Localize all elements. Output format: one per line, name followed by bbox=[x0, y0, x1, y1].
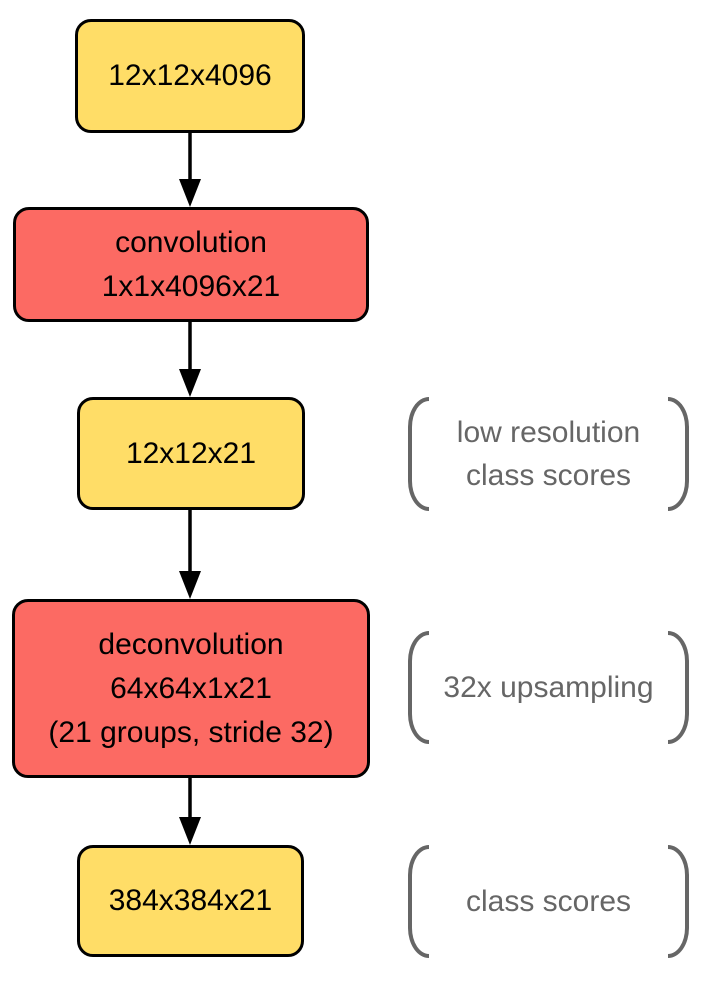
down-arrow-icon bbox=[179, 133, 201, 207]
right-parenthesis-icon bbox=[668, 397, 689, 511]
annotation-low-resolution-class-scores: low resolution class scores bbox=[408, 397, 689, 511]
operation-params: 64x64x1x21 bbox=[110, 671, 272, 705]
left-parenthesis-icon bbox=[408, 845, 429, 958]
tensor-label: 384x384x21 bbox=[108, 884, 273, 917]
down-arrow-icon bbox=[179, 777, 201, 845]
left-parenthesis-icon bbox=[408, 631, 429, 744]
tensor-label: 12x12x4096 bbox=[108, 59, 272, 92]
down-arrow-icon bbox=[179, 321, 201, 397]
tensor-box-384x384x21: 384x384x21 bbox=[77, 845, 304, 957]
right-parenthesis-icon bbox=[668, 845, 689, 958]
annotation-line: low resolution bbox=[456, 416, 641, 449]
operation-name: convolution bbox=[115, 225, 267, 259]
left-parenthesis-icon bbox=[408, 397, 429, 511]
annotation-text: 32x upsampling bbox=[429, 631, 668, 744]
annotation-line: class scores bbox=[465, 459, 632, 492]
operation-params: 1x1x4096x21 bbox=[101, 269, 281, 303]
down-arrow-icon bbox=[179, 509, 201, 599]
tensor-box-12x12x4096: 12x12x4096 bbox=[75, 19, 305, 133]
annotation-text: low resolution class scores bbox=[429, 397, 668, 511]
tensor-label: 12x12x21 bbox=[125, 436, 257, 470]
tensor-box-12x12x21: 12x12x21 bbox=[77, 397, 305, 510]
annotation-text: class scores bbox=[429, 845, 668, 958]
annotation-class-scores: class scores bbox=[408, 845, 689, 958]
operation-details: (21 groups, stride 32) bbox=[48, 715, 334, 749]
operation-name: deconvolution bbox=[98, 627, 284, 661]
operation-box-convolution: convolution 1x1x4096x21 bbox=[13, 207, 369, 322]
annotation-line: 32x upsampling bbox=[443, 671, 654, 704]
right-parenthesis-icon bbox=[668, 631, 689, 744]
annotation-line: class scores bbox=[465, 885, 632, 918]
annotation-32x-upsampling: 32x upsampling bbox=[408, 631, 689, 744]
operation-box-deconvolution: deconvolution 64x64x1x21 (21 groups, str… bbox=[12, 599, 370, 778]
